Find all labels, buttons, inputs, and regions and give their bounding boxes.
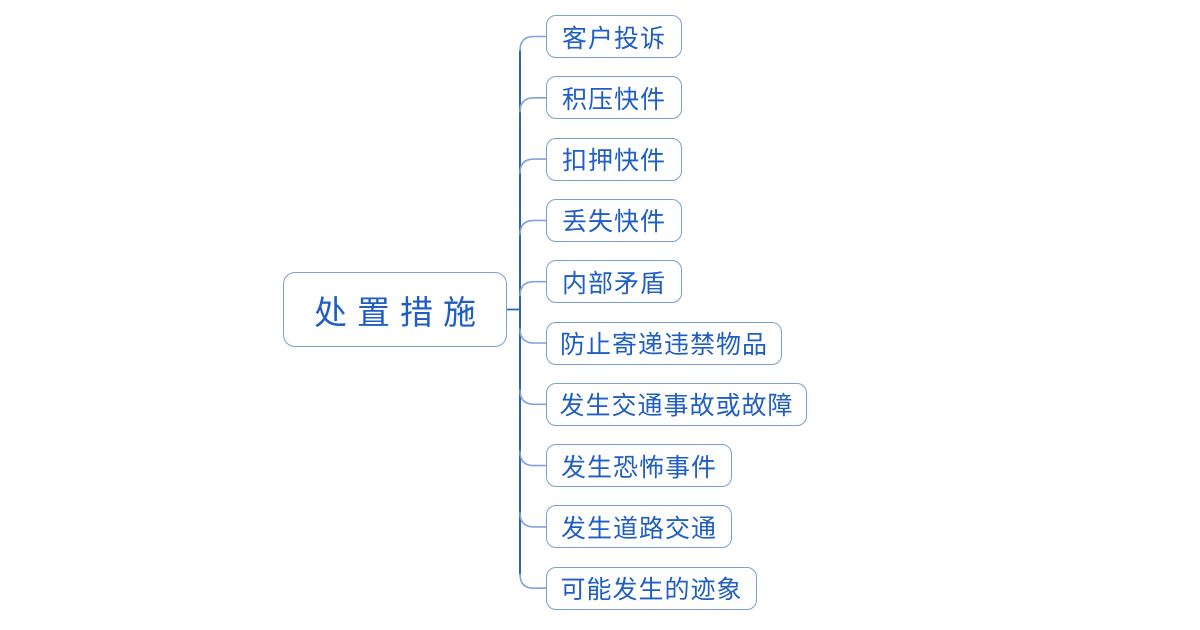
branch-node-label: 丢失快件 bbox=[561, 207, 666, 237]
branch-line bbox=[519, 97, 547, 113]
branch-node-label: 发生交通事故或故障 bbox=[559, 391, 794, 421]
branch-node-label: 扣押快件 bbox=[561, 146, 666, 176]
branch-line bbox=[519, 512, 547, 528]
branch-line bbox=[519, 328, 547, 344]
branch-node-label: 积压快件 bbox=[561, 84, 666, 114]
branch-node-8[interactable]: 发生恐怖事件 bbox=[546, 444, 732, 488]
branch-line bbox=[519, 219, 547, 236]
branch-line bbox=[519, 158, 547, 174]
branch-node-9[interactable]: 发生道路交通 bbox=[546, 505, 732, 549]
branch-node-label: 客户投诉 bbox=[561, 23, 666, 53]
branch-node-label: 可能发生的迹象 bbox=[560, 575, 743, 605]
branch-line bbox=[519, 389, 547, 406]
branch-node-3[interactable]: 扣押快件 bbox=[546, 137, 682, 181]
branch-line bbox=[519, 573, 547, 589]
branch-node-label: 内部矛盾 bbox=[561, 268, 666, 298]
branch-node-1[interactable]: 客户投诉 bbox=[546, 15, 682, 58]
branch-node-5[interactable]: 内部矛盾 bbox=[546, 260, 682, 304]
root-node[interactable]: 处置措施 bbox=[283, 272, 507, 347]
branch-node-label: 发生道路交通 bbox=[560, 513, 717, 543]
branch-node-10[interactable]: 可能发生的迹象 bbox=[546, 566, 757, 610]
branch-node-7[interactable]: 发生交通事故或故障 bbox=[546, 382, 807, 426]
branch-line bbox=[519, 450, 547, 467]
branch-line bbox=[519, 35, 547, 52]
branch-node-2[interactable]: 积压快件 bbox=[546, 76, 682, 120]
branch-node-label: 防止寄递违禁物品 bbox=[559, 330, 768, 359]
branch-node-6[interactable]: 防止寄递违禁物品 bbox=[546, 321, 782, 365]
root-node-label: 处置措施 bbox=[314, 292, 486, 332]
branch-node-label: 发生恐怖事件 bbox=[560, 452, 717, 482]
branch-node-4[interactable]: 丢失快件 bbox=[546, 198, 682, 242]
branch-line bbox=[519, 280, 547, 297]
